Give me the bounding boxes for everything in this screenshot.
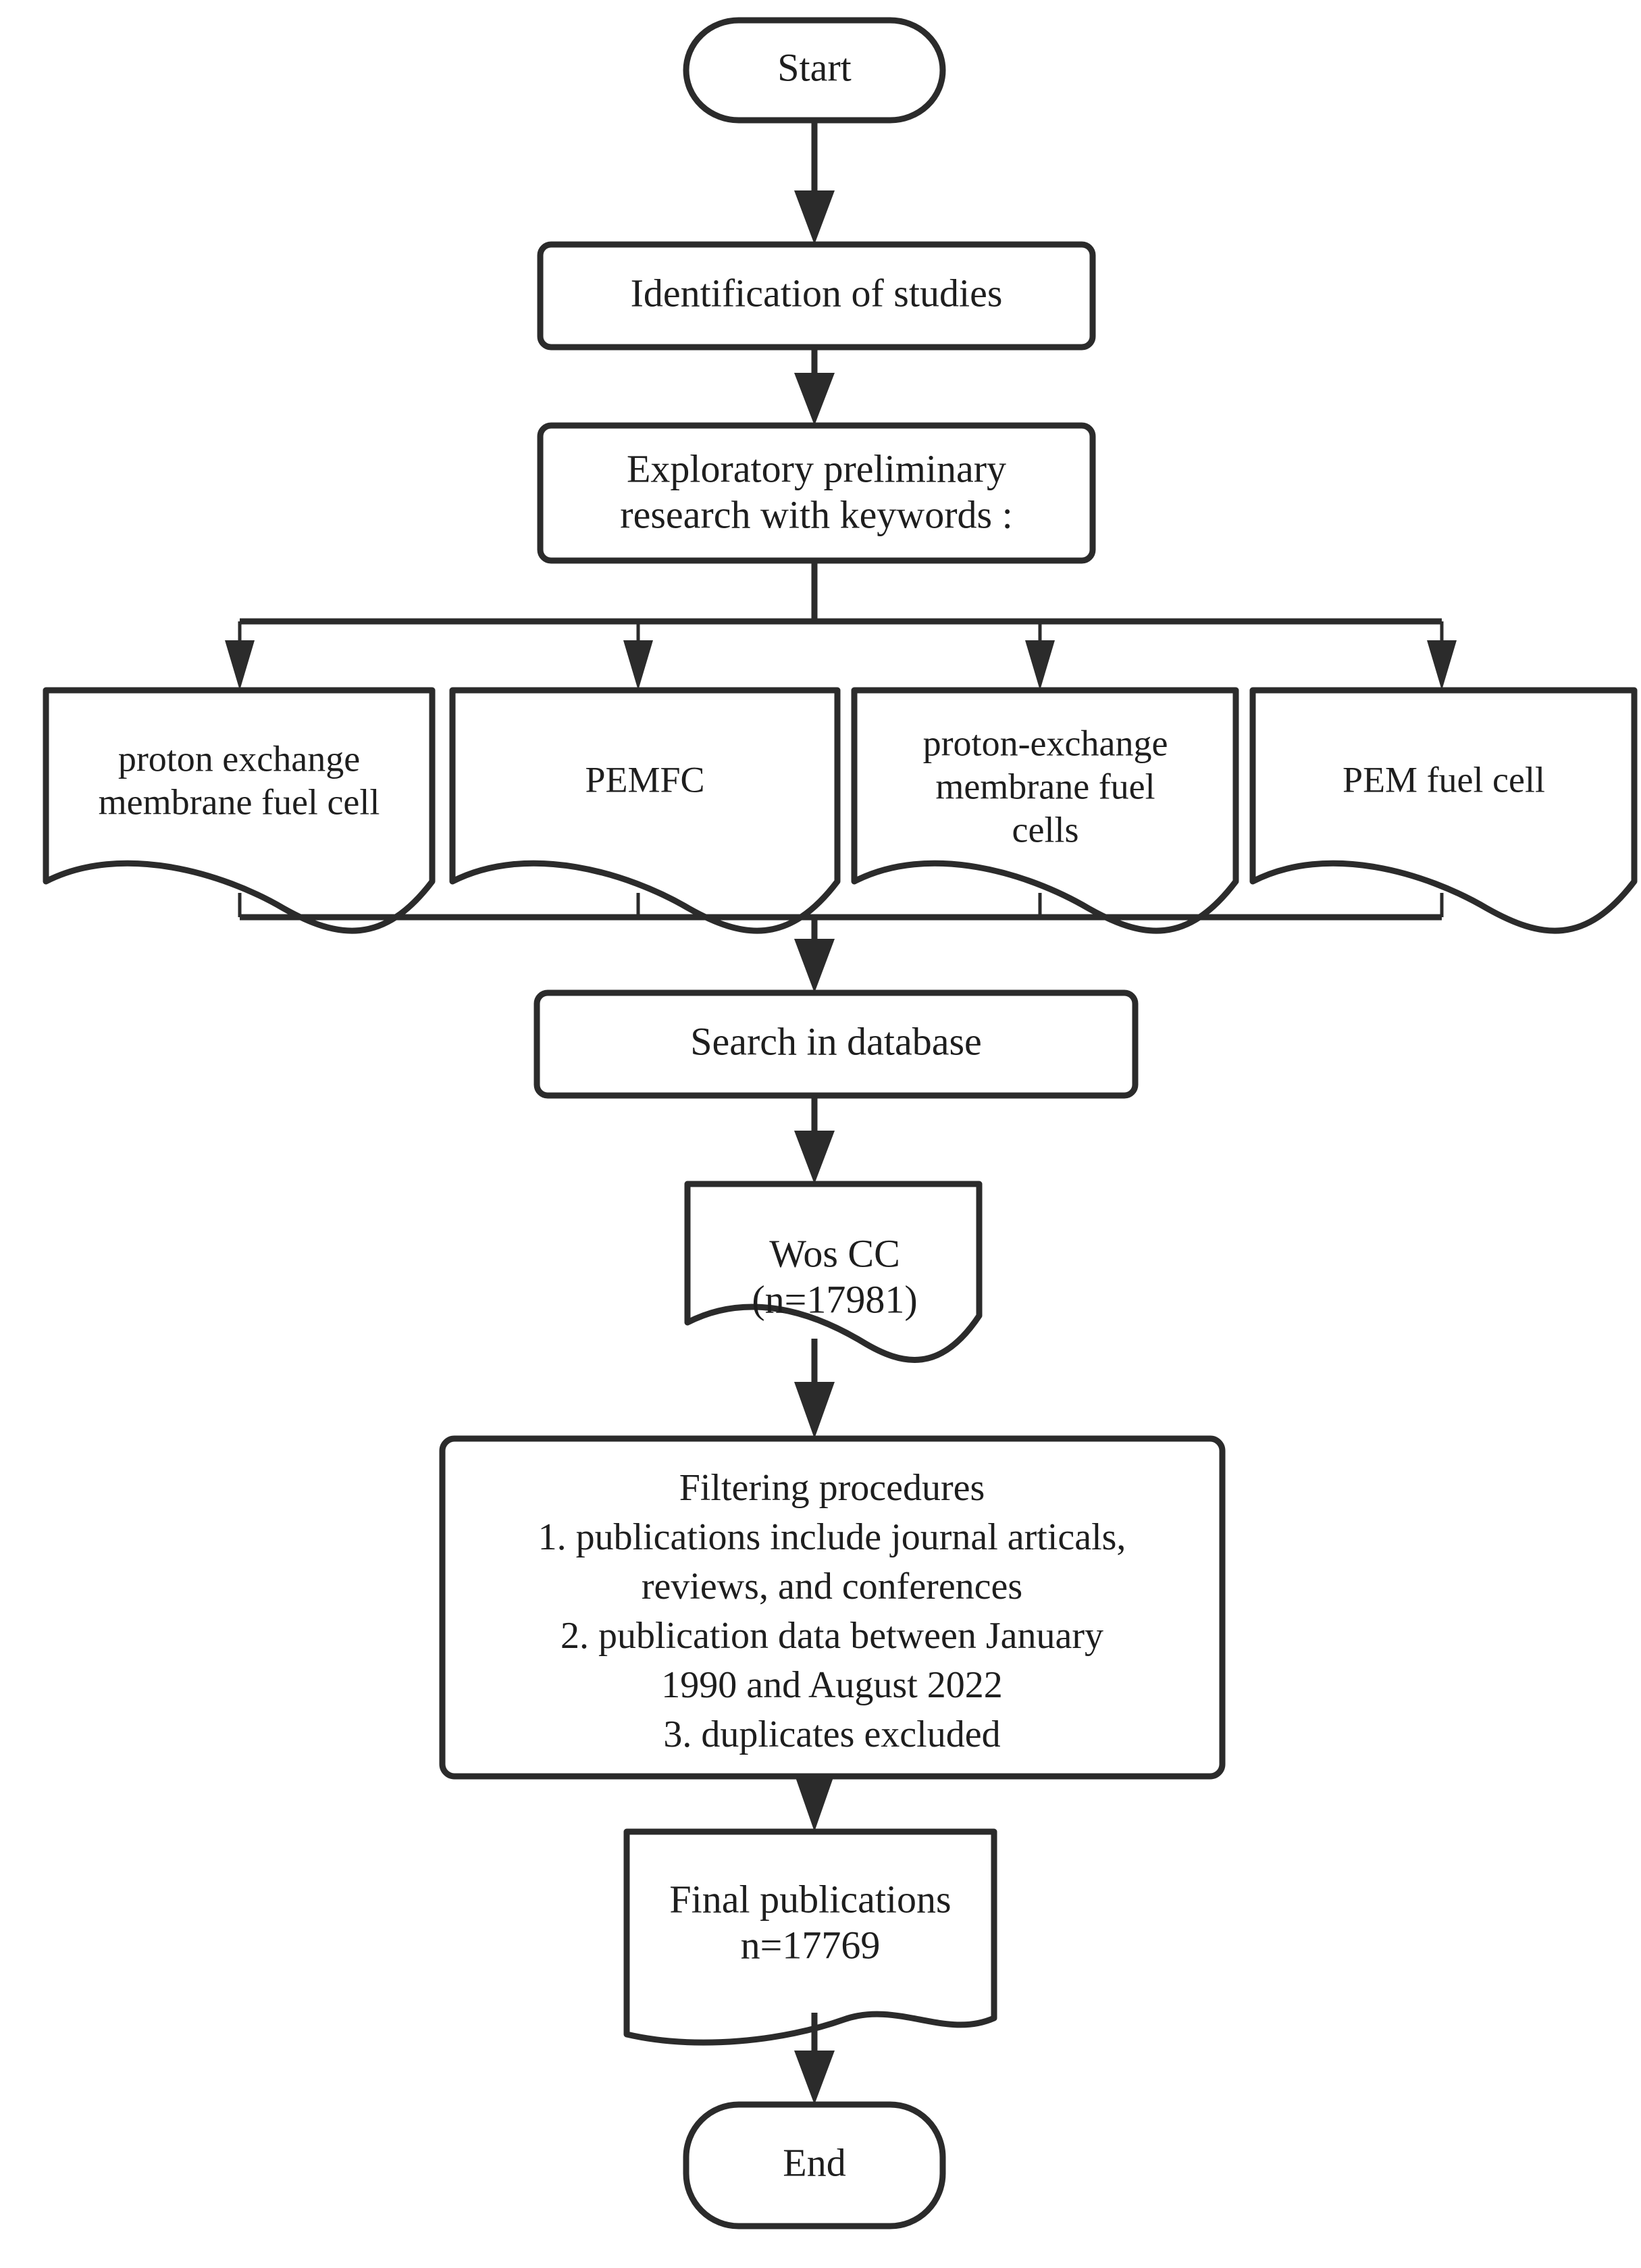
connector-search-to-wos xyxy=(794,1096,835,1184)
filtering-line-3: reviews, and conferences xyxy=(642,1566,1022,1607)
keyword-3-line2: membrane fuel xyxy=(935,766,1155,806)
identification-label: Identification of studies xyxy=(631,271,1003,315)
node-identification[interactable]: Identification of studies xyxy=(537,241,1096,351)
keyword-3-line1: proton-exchange xyxy=(923,723,1168,763)
wos-cc-shape xyxy=(684,1181,983,1363)
node-exploratory[interactable]: Exploratory preliminary research with ke… xyxy=(537,422,1096,564)
search-database-shape xyxy=(533,989,1139,1099)
wos-cc-line2: (n=17981) xyxy=(752,1277,917,1321)
keyword-4-line1: PEM fuel cell xyxy=(1343,759,1545,800)
connector-final-to-end xyxy=(794,2013,835,2105)
keyword-1-line2: membrane fuel cell xyxy=(99,781,380,822)
filtering-line-6: 3. duplicates excluded xyxy=(663,1713,1000,1755)
connector-start-to-identification xyxy=(794,120,835,244)
node-end[interactable]: End xyxy=(683,2101,946,2230)
node-keyword-1[interactable]: proton exchange membrane fuel cell xyxy=(43,687,436,934)
search-database-label: Search in database xyxy=(690,1019,982,1063)
connector-wos-to-filtering xyxy=(794,1339,835,1439)
node-search-database[interactable]: Search in database xyxy=(533,989,1139,1099)
filtering-line-2: 1. publications include journal articals… xyxy=(538,1516,1126,1558)
keyword-2-shape xyxy=(449,687,841,934)
node-filtering-procedures[interactable]: Filtering procedures 1. publications inc… xyxy=(439,1435,1226,1780)
keyword-1-line1: proton exchange xyxy=(118,738,360,779)
connector-fanout-bus xyxy=(225,561,1457,690)
filtering-line-5: 1990 and August 2022 xyxy=(661,1664,1003,1706)
node-keyword-4[interactable]: PEM fuel cell xyxy=(1249,687,1638,934)
node-start[interactable]: Start xyxy=(683,17,946,124)
node-final-publications[interactable]: Final publications n=17769 xyxy=(623,1828,997,2046)
keyword-4-shape xyxy=(1249,687,1638,934)
filtering-line-4: 2. publication data between January xyxy=(561,1615,1103,1657)
exploratory-label-line2: research with keywords : xyxy=(620,492,1012,536)
node-keyword-3[interactable]: proton-exchange membrane fuel cells xyxy=(851,687,1239,934)
node-keyword-2[interactable]: PEMFC xyxy=(449,687,841,934)
wos-cc-line1: Wos CC xyxy=(769,1231,900,1275)
keyword-2-line1: PEMFC xyxy=(585,759,704,800)
final-publications-shape xyxy=(623,1828,997,2046)
final-publications-line2: n=17769 xyxy=(741,1923,881,1967)
exploratory-label-line1: Exploratory preliminary xyxy=(627,446,1006,490)
connector-merge-bus xyxy=(238,893,1444,993)
end-shape xyxy=(683,2101,946,2230)
keyword-3-line3: cells xyxy=(1012,809,1079,850)
end-label: End xyxy=(783,2140,845,2184)
connector-identification-to-exploratory xyxy=(794,347,835,426)
node-wos-cc[interactable]: Wos CC (n=17981) xyxy=(684,1181,983,1363)
filtering-line-1: Filtering procedures xyxy=(679,1467,985,1509)
start-label: Start xyxy=(777,45,852,89)
final-publications-line1: Final publications xyxy=(669,1877,951,1921)
connector-filtering-to-final xyxy=(794,1774,835,1832)
